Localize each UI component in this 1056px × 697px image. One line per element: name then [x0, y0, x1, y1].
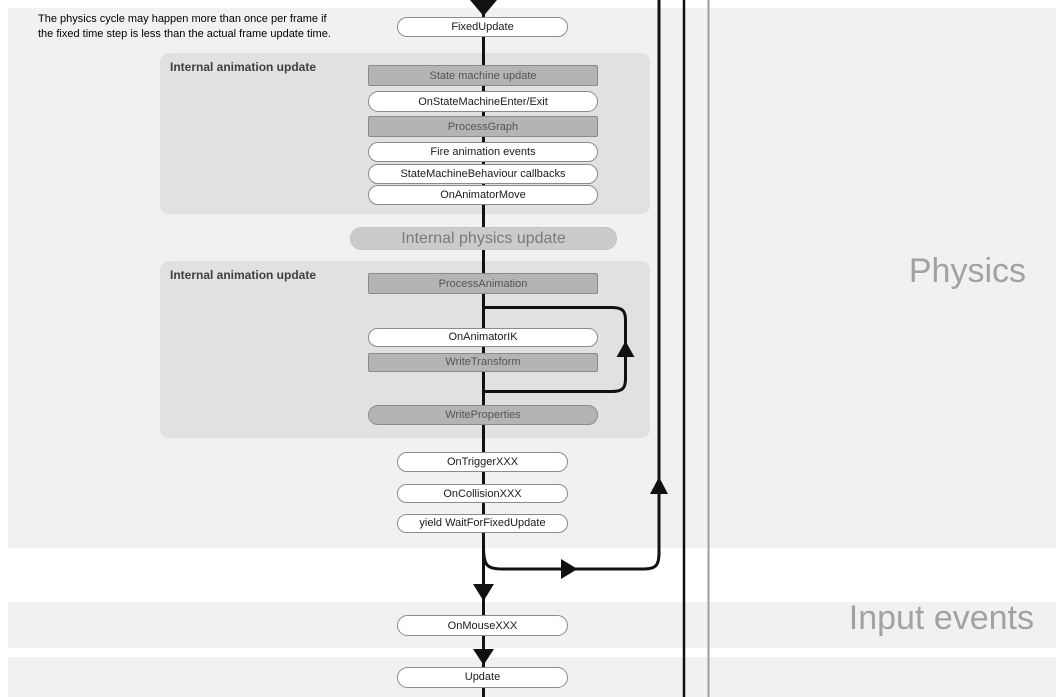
- section-label-input-events: Input events: [848, 599, 1034, 637]
- group-title-internal-animation-1: Internal animation update: [170, 60, 317, 74]
- section-label-physics: Physics: [908, 252, 1026, 290]
- node-processanimation: ProcessAnimation: [368, 273, 598, 294]
- node-writetransform: WriteTransform: [368, 352, 598, 372]
- node-yield-waitforfixedupdate: yield WaitForFixedUpdate: [397, 513, 568, 533]
- node-internal-physics-update: Internal physics update: [350, 227, 617, 250]
- node-onanimatorik: OnAnimatorIK: [368, 327, 598, 347]
- node-onanimatormove: OnAnimatorMove: [368, 184, 598, 205]
- note-line-1: The physics cycle may happen more than o…: [38, 13, 327, 25]
- node-fire-animation-events: Fire animation events: [368, 142, 598, 162]
- node-fixedupdate: FixedUpdate: [397, 17, 568, 37]
- physics-cycle-note: The physics cycle may happen more than o…: [38, 12, 331, 42]
- node-onmousexxx: OnMouseXXX: [397, 615, 568, 636]
- arrowhead-down-into-input-events: [473, 584, 494, 601]
- node-ontriggerxxx: OnTriggerXXX: [397, 452, 568, 472]
- node-oncollisionxxx: OnCollisionXXX: [397, 484, 568, 503]
- note-line-2: the fixed time step is less than the act…: [38, 28, 331, 40]
- node-state-machine-update: State machine update: [368, 65, 598, 86]
- node-onstatemachineenter-exit: OnStateMachineEnter/Exit: [368, 91, 598, 112]
- group-title-internal-animation-2: Internal animation update: [170, 268, 317, 282]
- node-processgraph: ProcessGraph: [368, 116, 598, 137]
- arrowhead-right-physics-loop: [561, 559, 578, 579]
- node-statemachinebehaviour-callbacks: StateMachineBehaviour callbacks: [368, 163, 598, 184]
- node-update: Update: [397, 666, 568, 688]
- node-writeproperties: WriteProperties: [368, 405, 598, 425]
